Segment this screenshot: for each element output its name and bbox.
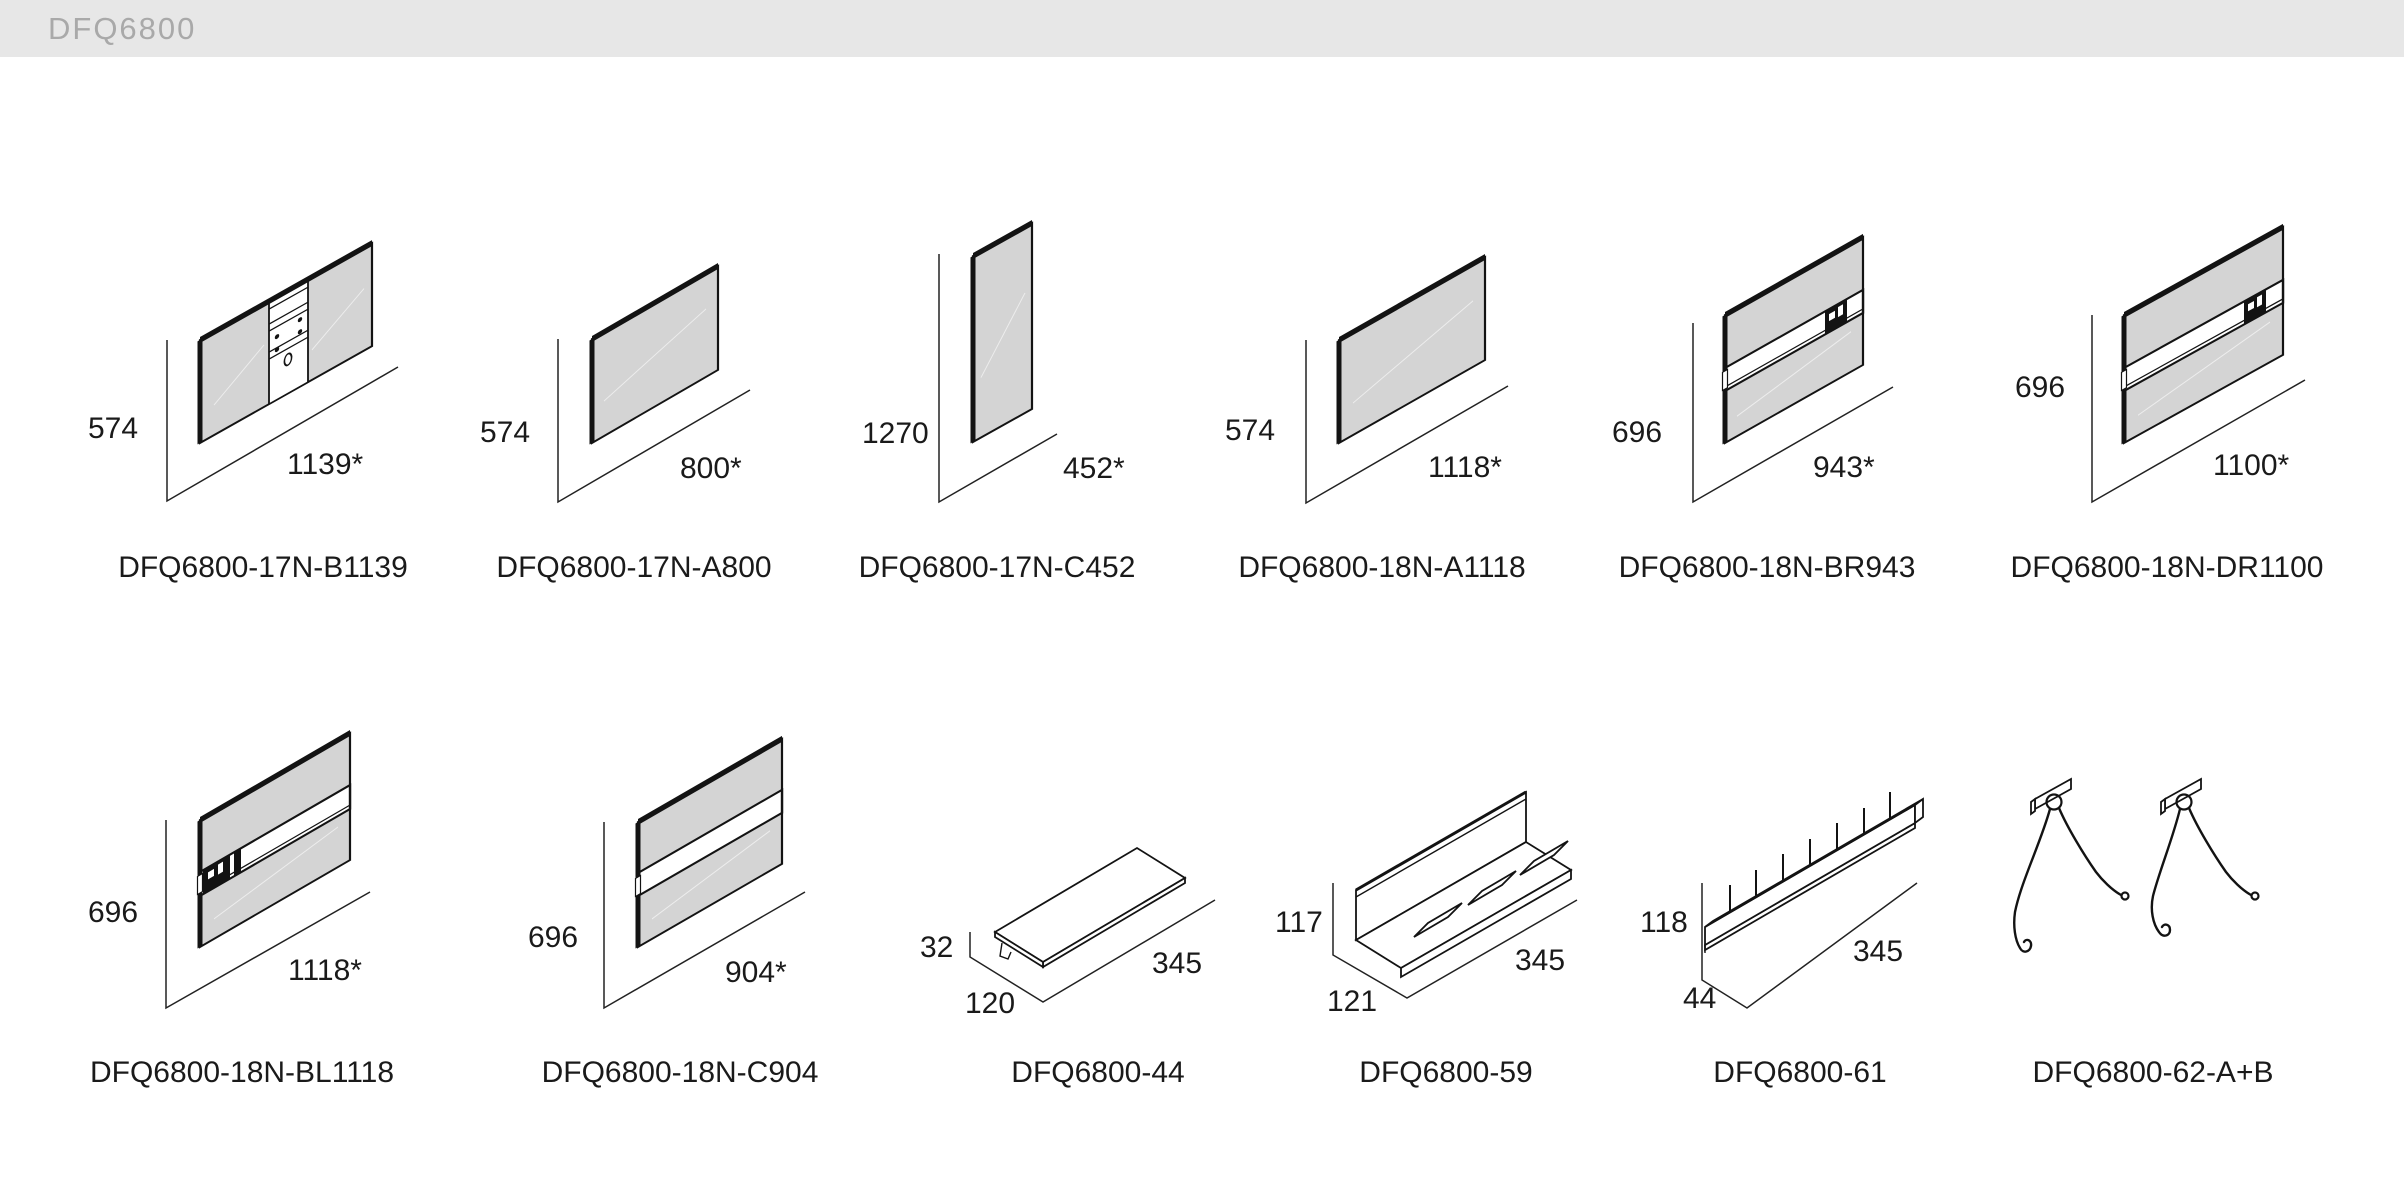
part-code-label: DFQ6800-17N-B1139 [118,551,408,584]
height-dim-label: 1270 [862,417,929,450]
catalog-item: 117 121 345 DFQ6800-59 [1246,700,1646,1100]
catalog-item: DFQ6800-62-A+B [1953,700,2353,1100]
part-code-label: DFQ6800-59 [1359,1056,1533,1089]
dimension-lines [2091,315,2306,504]
panel-shape [1336,254,1487,445]
catalog-item: 696 1100* DFQ6800-18N-DR1100 [1967,180,2367,600]
width-dim-label: 1139* [287,448,364,481]
series-title: DFQ6800 [48,11,197,46]
catalog-item: 118 44 345 DFQ6800-61 [1600,700,2000,1100]
dimension-lines [1701,882,1918,1009]
width-dim-label: 904* [725,956,787,989]
dimension-lines [1692,323,1894,504]
width-dim-label: 345 [1152,947,1203,980]
height-dim-label: 696 [88,896,139,929]
part-drawing-rail-panel-left [165,730,371,1010]
part-drawing-slotted-holder [1332,790,1578,999]
rail-shape [1704,792,1924,953]
height-dim-label: 574 [480,416,531,449]
catalog-item: 574 1139* DFQ6800-17N-B1139 [63,180,463,600]
rack-shape [1354,790,1573,979]
dimension-lines [938,254,1058,504]
catalog-item: 696 1118* DFQ6800-18N-BL1118 [42,700,442,1100]
part-drawing-shelf [969,846,1216,1003]
catalog-item: 1270 452* DFQ6800-17N-C452 [797,180,1197,600]
hook-b-shape [2150,777,2260,937]
panel-shape [1721,233,1865,445]
catalog-item: 696 904* DFQ6800-18N-C904 [480,700,880,1100]
part-code-label: DFQ6800-17N-A800 [496,551,772,584]
catalog-item: 574 800* DFQ6800-17N-A800 [434,180,834,600]
shelf-shape [993,846,1187,969]
width-dim-label: 1100* [2213,449,2290,482]
part-code-label: DFQ6800-18N-C904 [541,1056,819,1089]
part-code-label: DFQ6800-18N-DR1100 [2010,551,2324,584]
part-drawing-pronged-rail [1701,792,1924,1009]
width-dim-label: 943* [1813,451,1875,484]
dimension-lines [603,822,806,1010]
height-dim-label: 32 [920,931,954,964]
width-dim-label: 345 [1515,944,1566,977]
width-dim-label: 452* [1063,452,1125,485]
part-code-label: DFQ6800-61 [1713,1056,1887,1089]
panel-shape [589,262,720,445]
panel-shape [634,735,784,949]
part-drawing-rail-panel-right [2091,223,2306,504]
part-code-label: DFQ6800-18N-BL1118 [89,1056,395,1089]
height-dim-label: 574 [1225,414,1276,447]
depth-dim-label: 44 [1683,982,1717,1015]
panel-shape [2120,223,2285,445]
part-drawing-panel-center-bracket [166,240,399,503]
part-drawing-rail-panel-right [1692,233,1894,504]
panel-shape [196,730,352,949]
width-dim-label: 345 [1853,935,1904,968]
part-code-label: DFQ6800-44 [1011,1056,1185,1089]
part-code-label: DFQ6800-17N-C452 [858,551,1136,584]
height-dim-label: 696 [1612,416,1663,449]
part-drawing-tall-panel [938,220,1058,504]
dimension-lines [557,339,751,504]
part-drawing-hanging-hooks [2013,777,2260,953]
height-dim-label: 574 [88,412,139,445]
part-drawing-plain-panel [557,262,751,504]
height-dim-label: 696 [528,921,579,954]
panel-shape [970,220,1034,444]
hook-a-shape [2013,777,2130,953]
width-dim-label: 1118* [1428,451,1502,484]
catalog-item: 574 1118* DFQ6800-18N-A1118 [1182,180,1582,600]
part-drawing-rail-panel-plain [603,735,806,1010]
part-code-label: DFQ6800-18N-BR943 [1618,551,1916,584]
catalog-item: 32 120 345 DFQ6800-44 [898,700,1298,1100]
height-dim-label: 118 [1640,906,1688,939]
depth-dim-label: 120 [965,987,1016,1020]
dimension-lines [1332,883,1578,999]
depth-dim-label: 121 [1327,985,1378,1018]
catalog-item: 696 943* DFQ6800-18N-BR943 [1567,180,1967,600]
panel-shape [197,240,374,445]
dimension-lines [969,899,1216,1003]
series-header-bar: DFQ6800 [0,0,2404,57]
width-dim-label: 1118* [288,954,362,987]
height-dim-label: 696 [2015,371,2066,404]
width-dim-label: 800* [680,452,742,485]
part-code-label: DFQ6800-62-A+B [2032,1056,2274,1089]
part-drawing-plain-panel [1305,254,1509,505]
dimension-lines [1305,340,1509,505]
dimension-lines [166,340,399,503]
height-dim-label: 117 [1275,906,1323,939]
part-code-label: DFQ6800-18N-A1118 [1238,551,1526,584]
dimension-lines [165,820,371,1010]
